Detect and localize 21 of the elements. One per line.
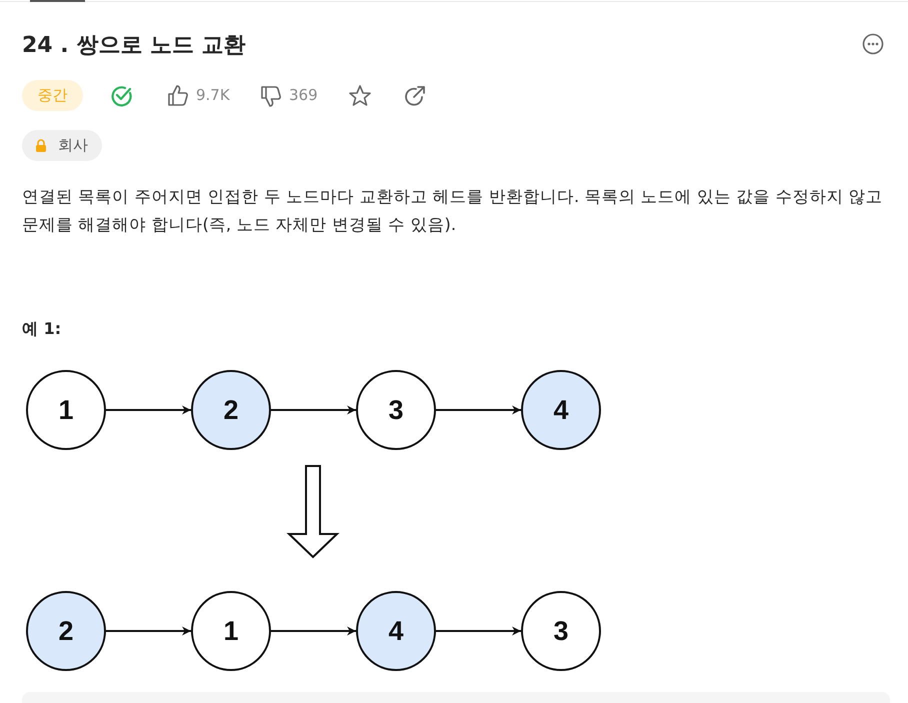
list-node-circle: 1	[191, 591, 271, 671]
arrow	[271, 626, 356, 636]
list-node-circle: 3	[356, 370, 436, 450]
list-node-circle: 2	[191, 370, 271, 450]
company-tag: 회사	[22, 130, 102, 161]
arrow	[106, 406, 191, 414]
list-node-circle: 1	[26, 370, 106, 450]
like-count: 9.7K	[196, 86, 230, 104]
arrow	[436, 406, 521, 414]
title: 24 . 쌍으로 노드 교환	[22, 32, 246, 60]
list-node-circle: 2	[26, 591, 106, 671]
arrow	[436, 626, 521, 636]
example-heading: 예 1:	[22, 319, 62, 340]
difficulty-badge: 중간	[22, 80, 83, 111]
arrow	[106, 626, 191, 636]
list-node-circle: 4	[356, 591, 436, 671]
list-node-circle: 4	[521, 370, 601, 450]
description: 연결된 목록이 주어지면 인접한 두 노드마다 교환하고 헤드를 반환합니다. 목록의 노드에 있는 값을 수정하지 않고 문제를 해결해야 합니다(즉, 노드 자체만 변경될 수 있음).	[22, 186, 884, 236]
arrow	[271, 406, 356, 414]
dislike-count: 369	[289, 86, 318, 104]
list-node-circle: 3	[521, 591, 601, 671]
